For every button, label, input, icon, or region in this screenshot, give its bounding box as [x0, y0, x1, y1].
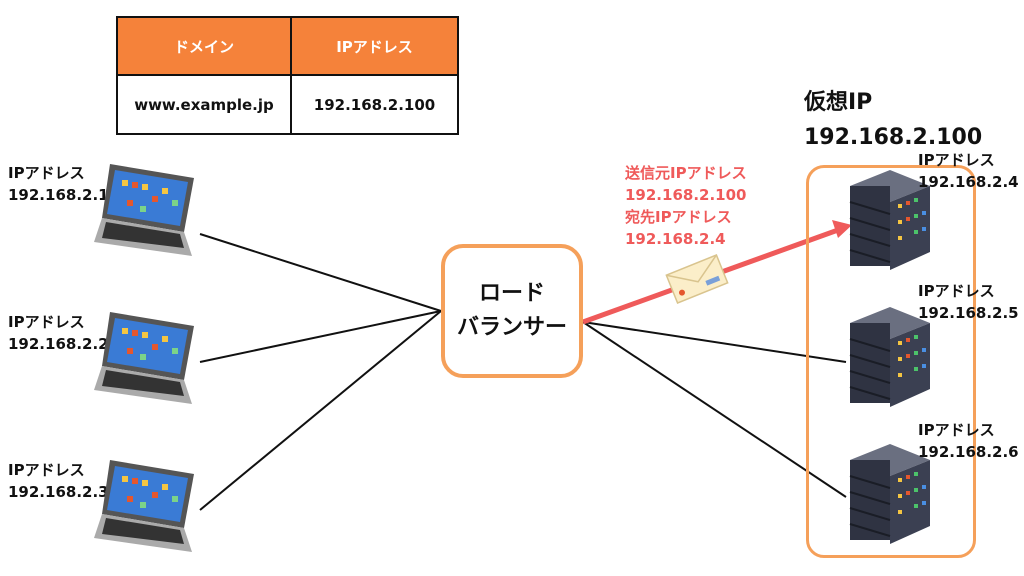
virtual-ip-address: 192.168.2.100 [804, 125, 983, 150]
packet-src-label: 送信元IPアドレス [625, 164, 747, 182]
laptop-icon [94, 460, 194, 552]
link-lb-server3 [582, 321, 847, 498]
server-icon [849, 307, 930, 407]
virtual-ip-title: 仮想IP 192.168.2.100 [804, 85, 982, 155]
link-client1-lb [199, 233, 442, 312]
link-client3-lb [199, 310, 442, 511]
link-lb-server2 [582, 321, 847, 363]
packet-src-ip: 192.168.2.100 [625, 186, 747, 204]
virtual-ip-label: 仮想IP [804, 90, 873, 115]
packet-dst-ip: 192.168.2.4 [625, 230, 726, 248]
link-client2-lb [199, 310, 442, 363]
table-cell-domain: www.example.jp [118, 74, 290, 133]
table-header-domain: ドメイン [118, 18, 290, 74]
laptop-icon [94, 312, 194, 404]
server-icon [849, 444, 930, 544]
request-arrow-head [832, 220, 852, 238]
dns-table: ドメイン IPアドレス www.example.jp 192.168.2.100 [116, 16, 459, 135]
packet-dst-label: 宛先IPアドレス [625, 208, 732, 226]
table-cell-ip: 192.168.2.100 [290, 74, 457, 133]
laptop-icon [94, 164, 194, 256]
server-group-box [806, 165, 976, 558]
load-balancer-label-line1: ロード [478, 281, 545, 306]
server-icon [849, 170, 930, 270]
load-balancer-label-line2: バランサー [456, 315, 567, 340]
table-header-ip: IPアドレス [290, 18, 457, 74]
envelope-icon [665, 254, 729, 304]
packet-info: 送信元IPアドレス 192.168.2.100 宛先IPアドレス 192.168… [625, 162, 747, 250]
load-balancer-box: ロード バランサー [441, 244, 583, 378]
